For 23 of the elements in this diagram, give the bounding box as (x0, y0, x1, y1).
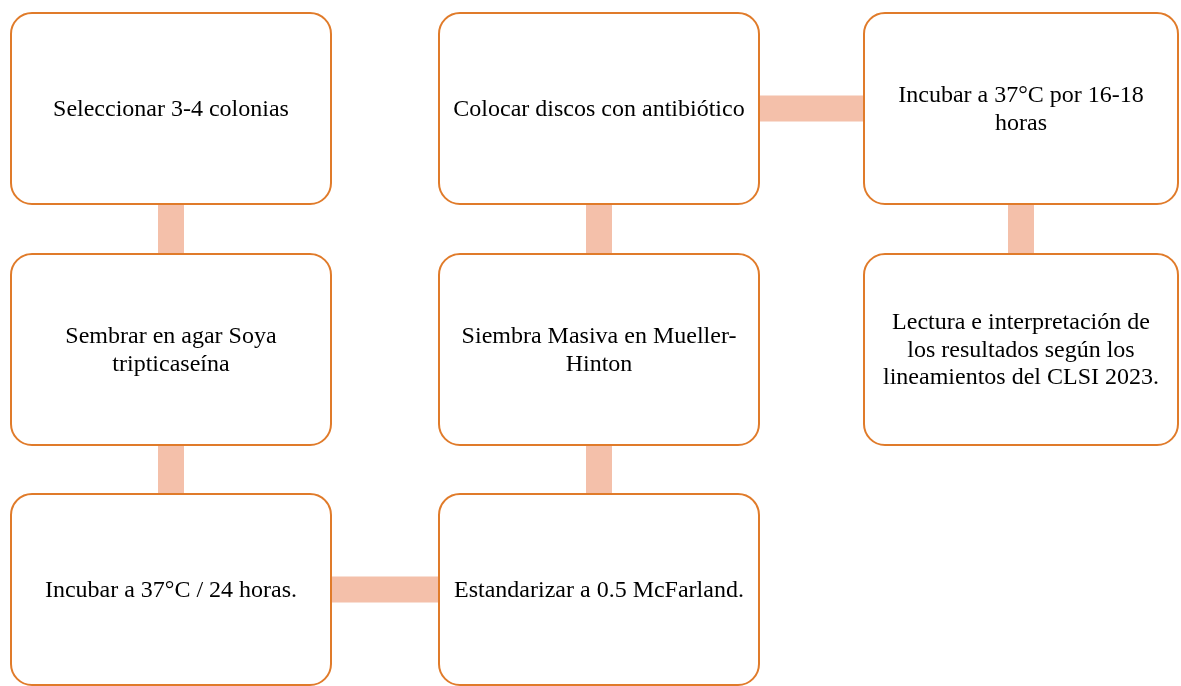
step-text: Colocar discos con antibiótico (453, 94, 745, 123)
step-text: Incubar a 37°C / 24 horas. (44, 575, 298, 604)
process-box (438, 253, 760, 446)
process-box (438, 12, 760, 205)
step-text: Sembrar en agar Soya tripticaseína (64, 321, 278, 378)
process-box (863, 12, 1179, 205)
connector-bar (158, 446, 184, 493)
connector-bar (1008, 205, 1034, 253)
process-box (10, 493, 332, 686)
step-text: Seleccionar 3-4 colonias (53, 94, 289, 123)
step-text: Siembra Masiva en Mueller-Hinton (460, 321, 738, 378)
connector-bar (158, 205, 184, 253)
process-box (438, 493, 760, 686)
step-text: Incubar a 37°C por 16-18 horas (897, 80, 1145, 137)
process-box (10, 12, 332, 205)
connector-bar (760, 95, 863, 122)
connector-bar (332, 576, 438, 603)
step-text: Lectura e interpretación de los resultados según los lineamientos del CLSI 2023. (882, 308, 1160, 391)
connector-bar (586, 446, 612, 493)
connector-bar (586, 205, 612, 253)
process-box (10, 253, 332, 446)
step-text: Estandarizar a 0.5 McFarland. (454, 575, 744, 604)
process-box (863, 253, 1179, 446)
